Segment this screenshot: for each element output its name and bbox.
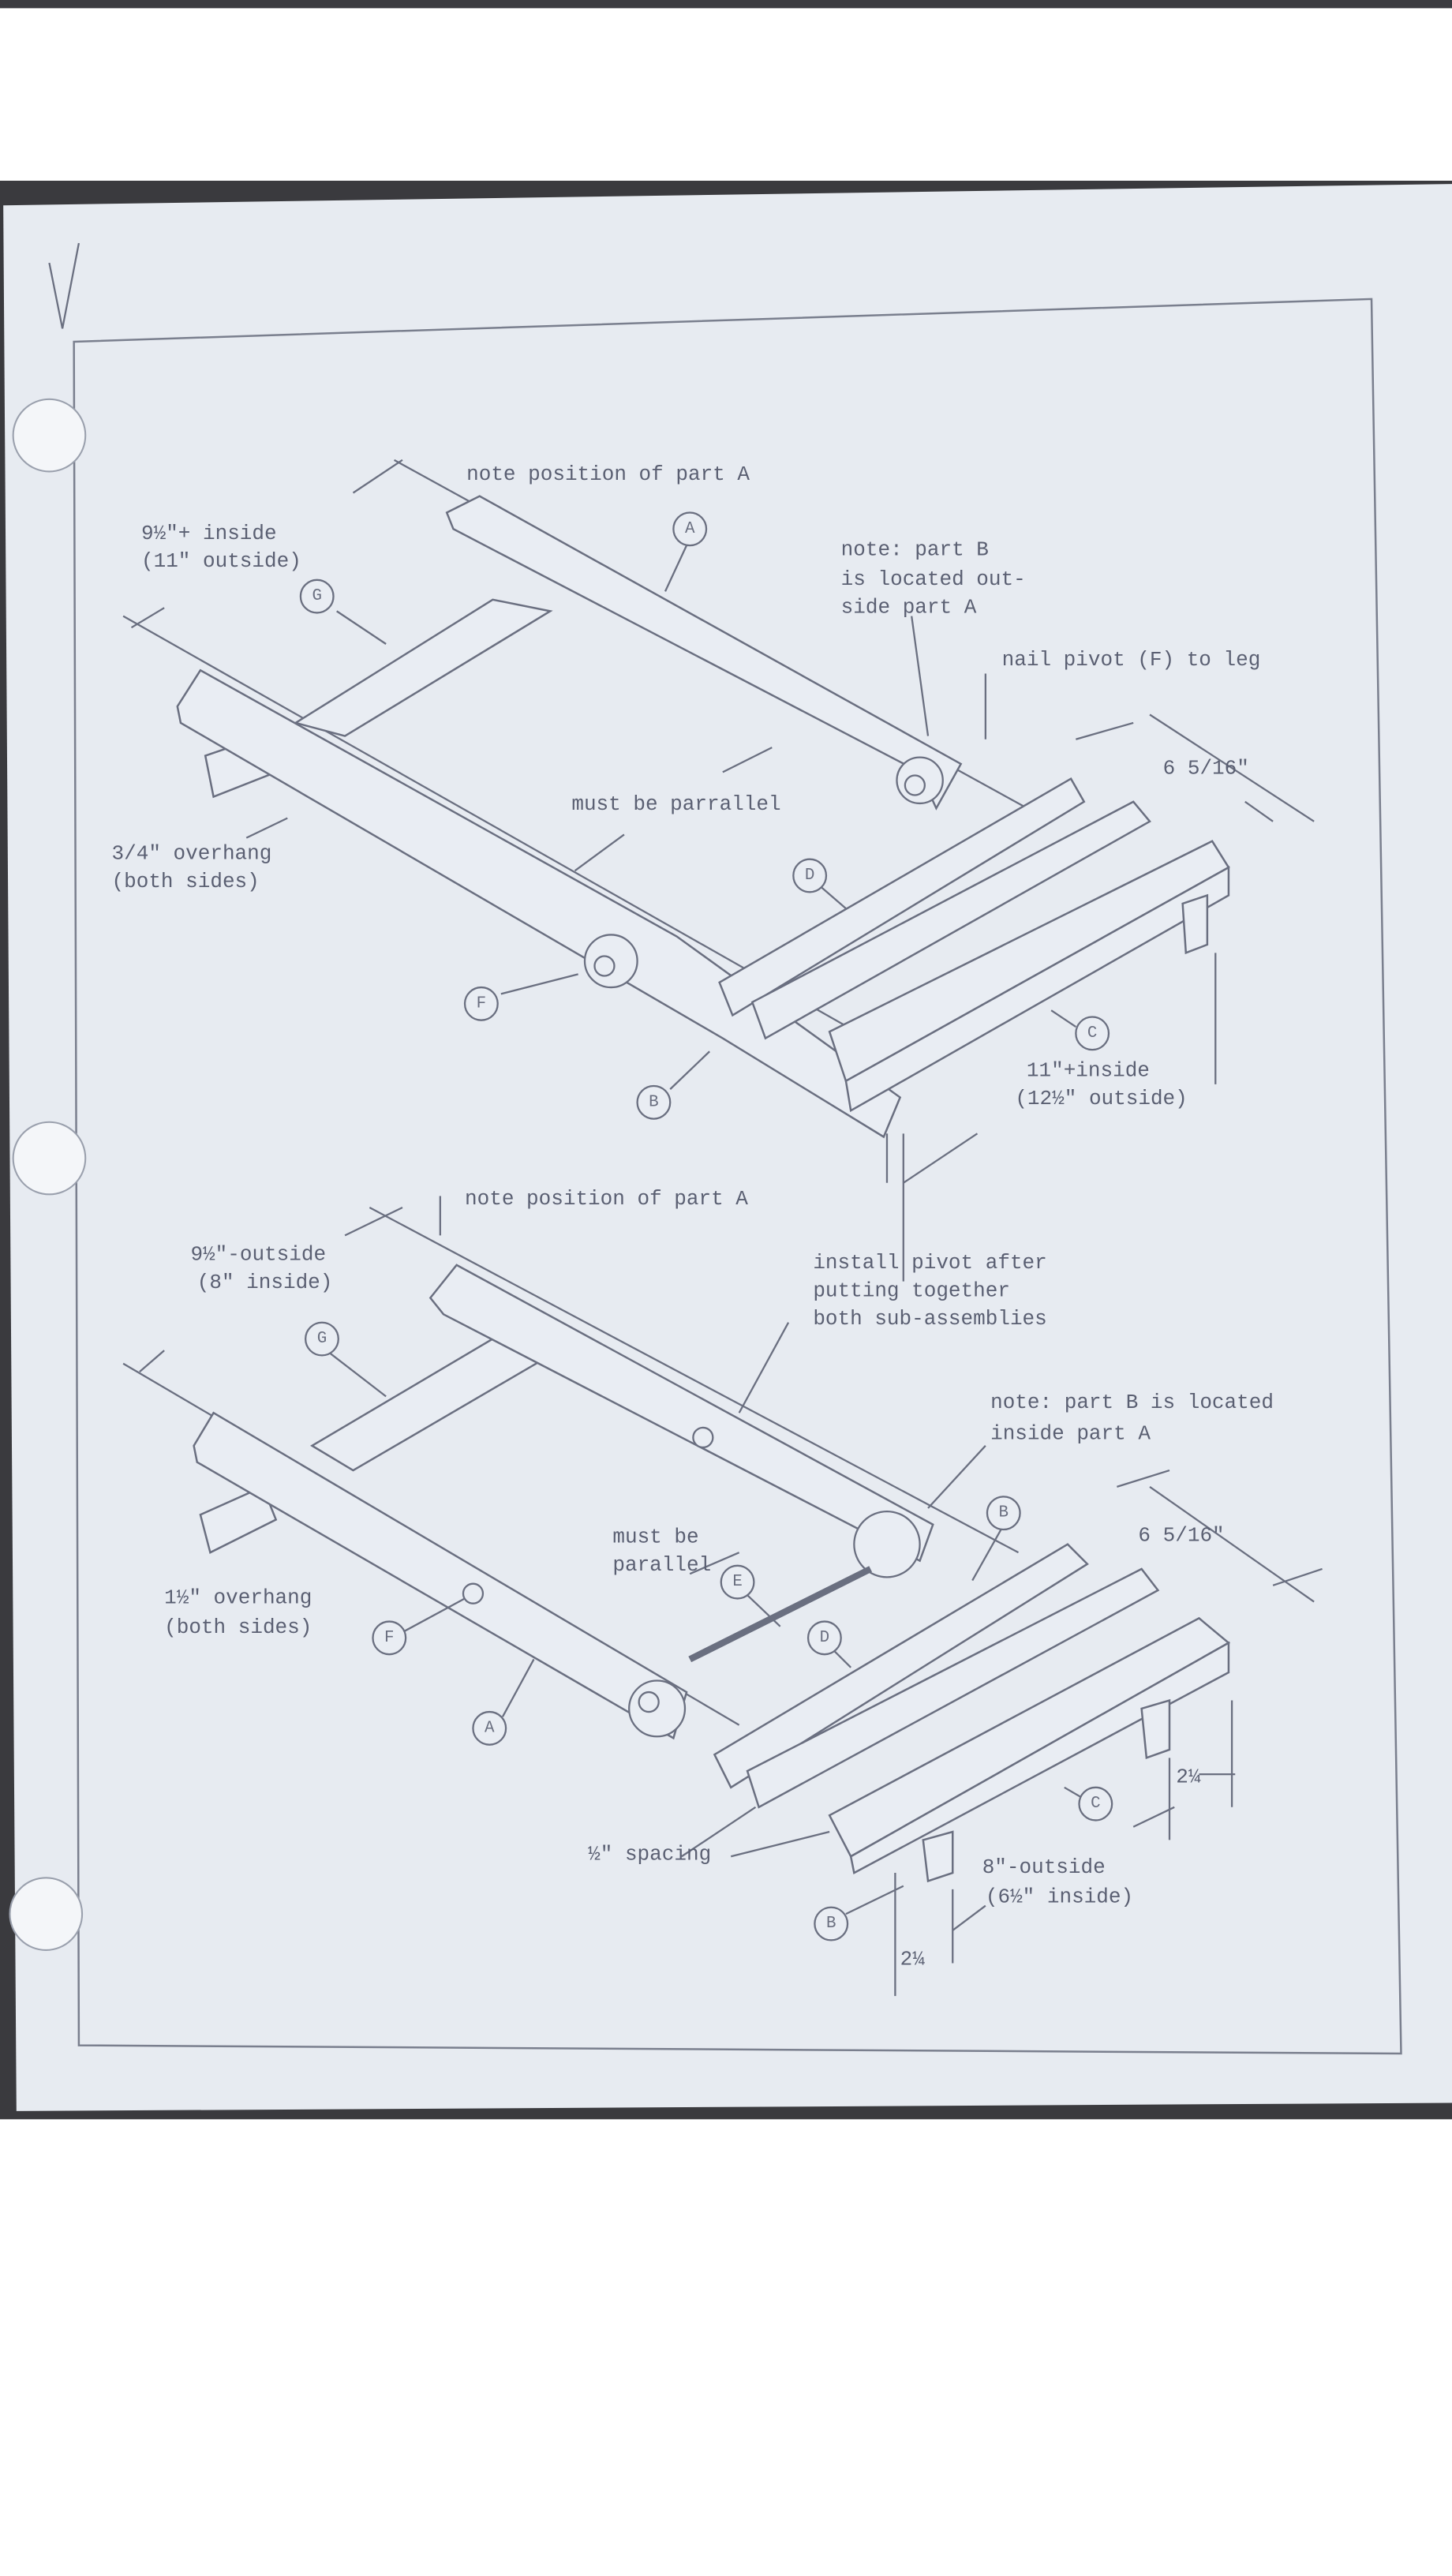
binder-hole xyxy=(12,1121,87,1196)
note-install-pivot: install pivot after xyxy=(813,1251,1046,1275)
dimension-slat-depth: 6 5/16" xyxy=(1163,756,1249,780)
dimension-seat-width: (6½" inside) xyxy=(986,1885,1133,1909)
binder-hole xyxy=(9,1877,84,1951)
part-label-g: G xyxy=(305,1321,339,1357)
note-part-b: note: part B is located xyxy=(990,1391,1274,1414)
part-label-g: G xyxy=(299,578,335,614)
note-width: (11" outside) xyxy=(141,549,301,573)
note-overhang: (both sides) xyxy=(112,870,260,893)
part-label-c: C xyxy=(1078,1786,1113,1822)
svg-text:A: A xyxy=(685,520,695,538)
part-label-a: A xyxy=(472,1710,507,1746)
note-part-a-position: note position of part A xyxy=(465,1187,748,1211)
note-width: (8" inside) xyxy=(197,1271,333,1294)
svg-text:B: B xyxy=(999,1504,1009,1522)
svg-text:F: F xyxy=(477,994,486,1013)
note-width: 9½"+ inside xyxy=(141,522,277,545)
check-mark xyxy=(48,242,80,329)
paper-sheet xyxy=(3,184,1452,2111)
binder-hole xyxy=(12,398,87,473)
svg-text:C: C xyxy=(1087,1024,1097,1043)
svg-text:E: E xyxy=(732,1573,742,1591)
note-overhang: 1½" overhang xyxy=(164,1586,312,1610)
note-install-pivot: both sub-assemblies xyxy=(813,1307,1046,1331)
bottom-part-labels: G F A E D B C B xyxy=(305,1321,1113,1941)
part-label-f: F xyxy=(372,1620,407,1656)
dimension-leg-height: 2¼ xyxy=(1176,1765,1201,1789)
top-assembly-drawing xyxy=(122,459,1315,1282)
note-part-b: note: part B xyxy=(841,538,989,562)
note-part-b: is located out- xyxy=(841,567,1026,591)
svg-text:G: G xyxy=(317,1330,327,1348)
svg-text:B: B xyxy=(649,1093,658,1111)
note-parallel: must be parrallel xyxy=(571,792,780,816)
dimension-slat-depth: 6 5/16" xyxy=(1138,1524,1224,1548)
note-spacing: ½" spacing xyxy=(588,1842,711,1866)
note-parallel: parallel xyxy=(612,1553,711,1577)
part-label-b: B xyxy=(814,1906,849,1941)
note-nail-pivot: nail pivot (F) to leg xyxy=(1002,648,1261,672)
note-part-b: inside part A xyxy=(990,1422,1151,1446)
page-border xyxy=(73,298,1402,2055)
bottom-annotations: note position of part A 9½"-outside (8" … xyxy=(164,1187,1274,1971)
part-label-c: C xyxy=(1075,1016,1110,1051)
svg-text:C: C xyxy=(1091,1795,1100,1813)
note-width: 9½"-outside xyxy=(190,1243,326,1267)
part-label-d: D xyxy=(806,1620,842,1656)
dimension-seat-width: 8"-outside xyxy=(982,1855,1106,1879)
note-part-a-position: note position of part A xyxy=(466,462,750,486)
part-label-e: E xyxy=(720,1564,755,1600)
part-label-b: B xyxy=(636,1084,672,1120)
svg-text:D: D xyxy=(805,867,814,885)
note-overhang: 3/4" overhang xyxy=(112,842,272,866)
svg-text:G: G xyxy=(312,587,321,605)
part-label-d: D xyxy=(792,858,828,893)
svg-text:B: B xyxy=(826,1915,836,1933)
note-part-b: side part A xyxy=(841,595,977,619)
top-part-labels: A G D F B C xyxy=(299,511,1110,1120)
svg-text:D: D xyxy=(820,1629,829,1647)
svg-text:A: A xyxy=(485,1719,495,1737)
note-parallel: must be xyxy=(612,1526,698,1549)
bottom-assembly-drawing xyxy=(122,1196,1323,1997)
svg-text:F: F xyxy=(384,1629,394,1647)
note-install-pivot: putting together xyxy=(813,1279,1010,1302)
note-overhang: (both sides) xyxy=(164,1616,312,1639)
part-label-a: A xyxy=(672,511,708,547)
dimension-seat-width: (12½" outside) xyxy=(1015,1087,1187,1110)
part-label-f: F xyxy=(463,986,499,1021)
dimension-leg-offset: 2¼ xyxy=(900,1948,926,1971)
dimension-seat-width: 11"+inside xyxy=(1027,1058,1150,1082)
top-dark-strip xyxy=(0,0,1452,9)
top-annotations: note position of part A 9½"+ inside (11"… xyxy=(112,462,1261,1110)
part-label-b: B xyxy=(986,1496,1021,1531)
